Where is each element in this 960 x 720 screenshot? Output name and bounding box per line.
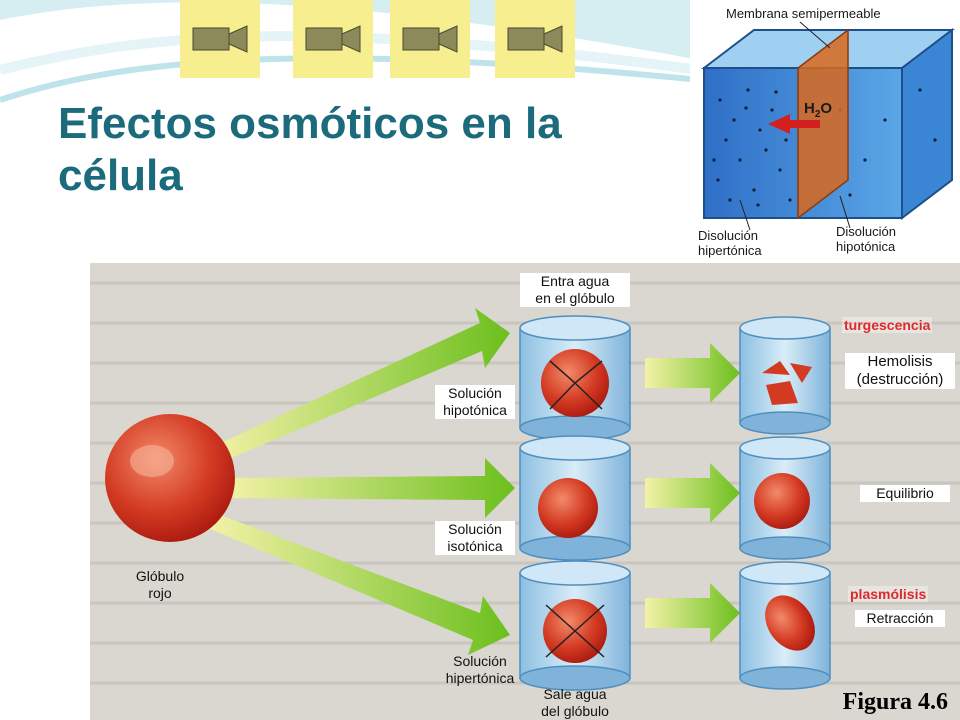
equilibrium-label: Equilibrio — [860, 485, 950, 502]
water-label-end: O — [820, 100, 833, 117]
water-exits-line1: Sale agua — [543, 686, 607, 702]
water-exits-label: Sale agua del glóbulo — [520, 686, 630, 720]
hypotonic-solution-label: Solución hipotónica — [435, 385, 515, 419]
hemolysis-label: Hemolisis (destrucción) — [845, 353, 955, 389]
video-button-1[interactable] — [180, 0, 260, 78]
hypertonic-label-line1: Disolución — [698, 228, 758, 243]
hypertonic-solution-label: Solución hipertónica — [440, 653, 520, 687]
red-cell-label: Glóbulo rojo — [120, 568, 200, 602]
hypertonic-label: Disolución hipertónica — [698, 228, 762, 258]
beaker-retraction — [739, 561, 831, 690]
red-cell-label-line2: rojo — [148, 585, 172, 601]
osmosis-tank-illustration — [701, 21, 955, 231]
membrane-label: Membrana semipermeable — [726, 6, 881, 21]
hemolysis-line2: (destrucción) — [856, 371, 944, 388]
video-button-3[interactable] — [390, 0, 470, 78]
slide-title: Efectos osmóticos en la célula — [58, 98, 562, 202]
beaker-hemolysis — [739, 316, 831, 435]
slide-title-line2: célula — [58, 151, 183, 200]
cell-osmosis-illustration — [90, 281, 960, 691]
retraction-label: Retracción — [855, 610, 945, 627]
hypertonic-label-line2: hipertónica — [698, 243, 762, 258]
hypotonic-solution-line2: hipotónica — [443, 402, 507, 418]
water-label-sub: 2 — [814, 109, 821, 120]
video-button-2[interactable] — [293, 0, 373, 78]
isotonic-solution-line2: isotónica — [447, 538, 503, 554]
water-label: H2O — [804, 100, 832, 120]
cell-osmosis-figure: Glóbulo rojo Entra agua en el glóbulo Sa… — [90, 263, 960, 720]
turgescencia-term: turgescencia — [842, 317, 933, 333]
water-enters-line2: en el glóbulo — [535, 290, 615, 306]
video-camera-icon — [402, 25, 458, 53]
water-label-main: H — [804, 100, 815, 117]
isotonic-solution-label: Solución isotónica — [435, 521, 515, 555]
isotonic-solution-line1: Solución — [448, 521, 502, 537]
hypotonic-solution-line1: Solución — [448, 385, 502, 401]
plasmolisis-term: plasmólisis — [848, 586, 929, 602]
slide-title-line1: Efectos osmóticos en la — [58, 99, 562, 148]
water-exits-line2: del glóbulo — [541, 703, 609, 719]
hypotonic-label: Disolución hipotónica — [836, 224, 896, 254]
water-enters-label: Entra agua en el glóbulo — [520, 273, 630, 307]
water-enters-line1: Entra agua — [540, 273, 610, 289]
hypotonic-label-line1: Disolución — [836, 224, 896, 239]
figure-caption: Figura 4.6 — [842, 689, 948, 715]
beaker-equilibrium — [739, 436, 831, 560]
beaker-hypotonic — [519, 315, 631, 441]
red-cell-label-line1: Glóbulo — [135, 568, 185, 584]
beaker-hypertonic — [519, 560, 631, 691]
beaker-isotonic — [519, 435, 631, 561]
hypotonic-label-line2: hipotónica — [836, 239, 896, 254]
video-camera-icon — [192, 25, 248, 53]
hypertonic-solution-line1: Solución — [453, 653, 507, 669]
video-camera-icon — [305, 25, 361, 53]
video-camera-icon — [507, 25, 563, 53]
hemolysis-line1: Hemolisis — [867, 353, 933, 370]
video-button-4[interactable] — [495, 0, 575, 78]
osmosis-diagram: Membrana semipermeable H2O Disolución hi… — [690, 0, 960, 262]
hypertonic-solution-line2: hipertónica — [445, 670, 515, 686]
